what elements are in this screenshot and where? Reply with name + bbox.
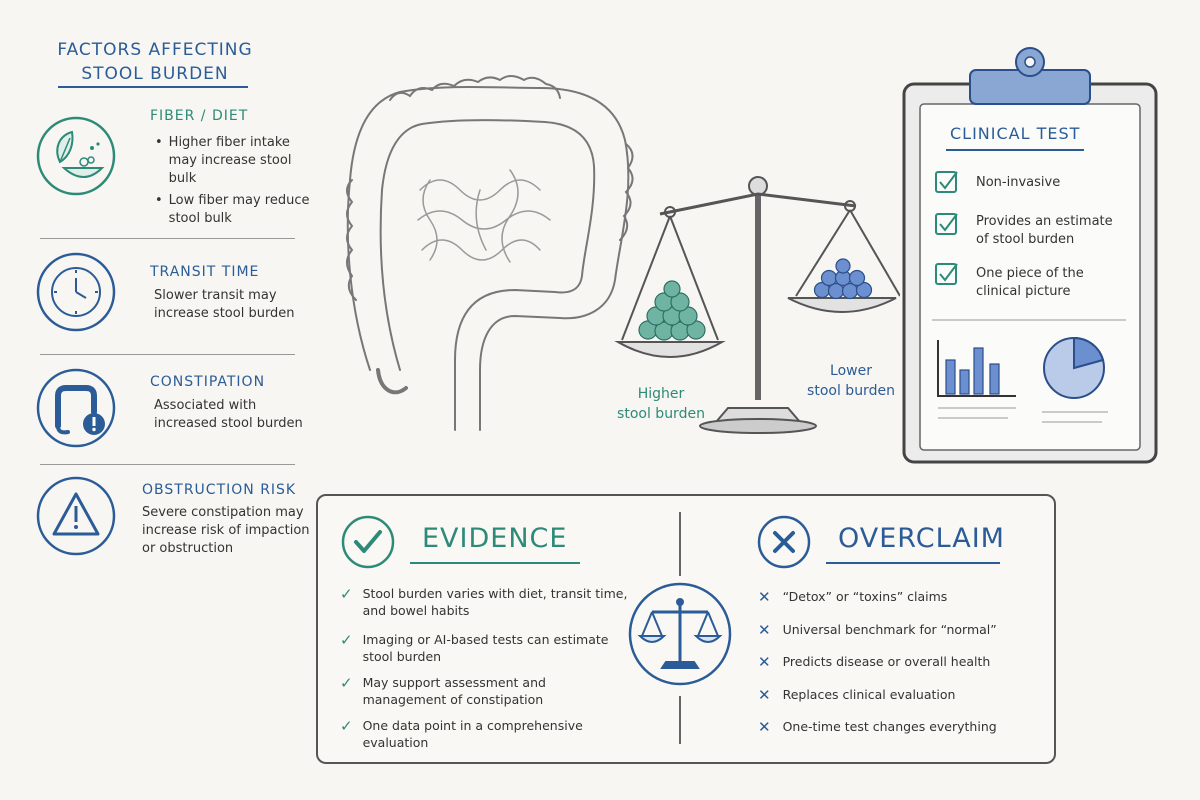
evidence-list: ✓Stool burden varies with diet, transit … bbox=[340, 585, 630, 751]
clipboard-item: One piece of the clinical picture bbox=[976, 266, 1084, 299]
panel-divider-top bbox=[679, 512, 681, 576]
overclaim-item-text: Replaces clinical evaluation bbox=[782, 686, 956, 702]
check-circle-icon bbox=[341, 515, 395, 569]
bullet-text: Higher fiber intake may increase stool b… bbox=[168, 135, 292, 186]
factor-body: Severe constipation may increase risk of… bbox=[142, 505, 310, 556]
clipboard-title: CLINICAL TEST bbox=[950, 124, 1081, 143]
list-item: ✓Stool burden varies with diet, transit … bbox=[340, 585, 630, 631]
label-line: Higher bbox=[637, 386, 685, 402]
factor-bullets: •Higher fiber intake may increase stool … bbox=[155, 134, 315, 228]
warning-icon bbox=[36, 476, 116, 556]
clipboard-item: Non-invasive bbox=[976, 175, 1061, 190]
divider bbox=[40, 464, 295, 465]
evidence-item-text: Imaging or AI-based tests can estimate s… bbox=[362, 632, 609, 664]
list-item: ✕“Detox” or “toxins” claims bbox=[758, 588, 1038, 621]
page-title: FACTORS AFFECTING STOOL BURDEN bbox=[30, 38, 280, 86]
list-item: ✕Predicts disease or overall health bbox=[758, 653, 1038, 686]
title-line-2: STOOL BURDEN bbox=[81, 64, 229, 84]
overclaim-list: ✕“Detox” or “toxins” claims ✕Universal b… bbox=[758, 588, 1038, 736]
clock-icon bbox=[36, 252, 116, 332]
divider bbox=[40, 238, 295, 239]
factor-fiber-diet: FIBER / DIET •Higher fiber intake may in… bbox=[30, 104, 309, 234]
list-item: ✓Imaging or AI-based tests can estimate … bbox=[340, 631, 630, 674]
factor-body: Slower transit may increase stool burden bbox=[154, 288, 295, 321]
overclaim-title: OVERCLAIM bbox=[838, 523, 1005, 554]
evidence-title: EVIDENCE bbox=[422, 523, 568, 554]
overclaim-item-text: Predicts disease or overall health bbox=[782, 654, 991, 669]
overclaim-underline bbox=[826, 562, 1000, 564]
evidence-item-text: May support assessment and management of… bbox=[362, 675, 546, 707]
list-item: ✕Universal benchmark for “normal” bbox=[758, 621, 1038, 654]
justice-scale-icon bbox=[628, 582, 732, 686]
factor-heading: FIBER / DIET bbox=[150, 108, 249, 124]
label-line: stool burden bbox=[617, 406, 705, 422]
higher-burden-label: Higher stool burden bbox=[606, 384, 716, 424]
list-item: ✕Replaces clinical evaluation bbox=[758, 686, 1038, 719]
colon-illustration bbox=[346, 75, 634, 431]
list-item: ✕One-time test changes everything bbox=[758, 718, 997, 736]
factor-constipation: CONSTIPATION Associated with increased s… bbox=[30, 362, 303, 462]
lower-burden-label: Lower stool burden bbox=[796, 361, 906, 401]
bullet-text: Low fiber may reduce stool bulk bbox=[168, 193, 310, 226]
factor-heading: OBSTRUCTION RISK bbox=[142, 482, 297, 498]
evidence-underline bbox=[410, 562, 580, 564]
list-item: ✓One data point in a comprehensive evalu… bbox=[340, 717, 630, 751]
factor-heading: TRANSIT TIME bbox=[150, 264, 260, 280]
label-line: stool burden bbox=[807, 383, 895, 399]
list-item: ✓May support assessment and management o… bbox=[340, 674, 630, 717]
label-line: Lower bbox=[830, 363, 872, 379]
factor-body: Associated with increased stool burden bbox=[154, 398, 303, 431]
x-circle-icon bbox=[757, 515, 811, 569]
factor-obstruction-risk: OBSTRUCTION RISK Severe constipation may… bbox=[30, 472, 310, 572]
overclaim-item-text: “Detox” or “toxins” claims bbox=[782, 589, 948, 604]
divider bbox=[40, 354, 295, 355]
panel-divider-bottom bbox=[679, 696, 681, 744]
overclaim-item-text: Universal benchmark for “normal” bbox=[782, 621, 997, 637]
overclaim-item-text: One-time test changes everything bbox=[782, 719, 997, 734]
leaf-bowl-icon bbox=[36, 116, 116, 196]
evidence-item-text: Stool burden varies with diet, transit t… bbox=[362, 586, 628, 618]
title-underline bbox=[58, 86, 248, 88]
factor-heading: CONSTIPATION bbox=[150, 374, 266, 390]
factor-transit-time: TRANSIT TIME Slower transit may increase… bbox=[30, 246, 300, 352]
evidence-item-text: One data point in a comprehensive evalua… bbox=[362, 718, 583, 750]
clipboard-illustration bbox=[902, 47, 1158, 464]
clipboard-item: Provides an estimate of stool burden bbox=[976, 214, 1113, 247]
balance-scale-illustration bbox=[614, 176, 900, 434]
title-line-1: FACTORS AFFECTING bbox=[57, 40, 253, 60]
colon-alert-icon bbox=[36, 368, 116, 448]
